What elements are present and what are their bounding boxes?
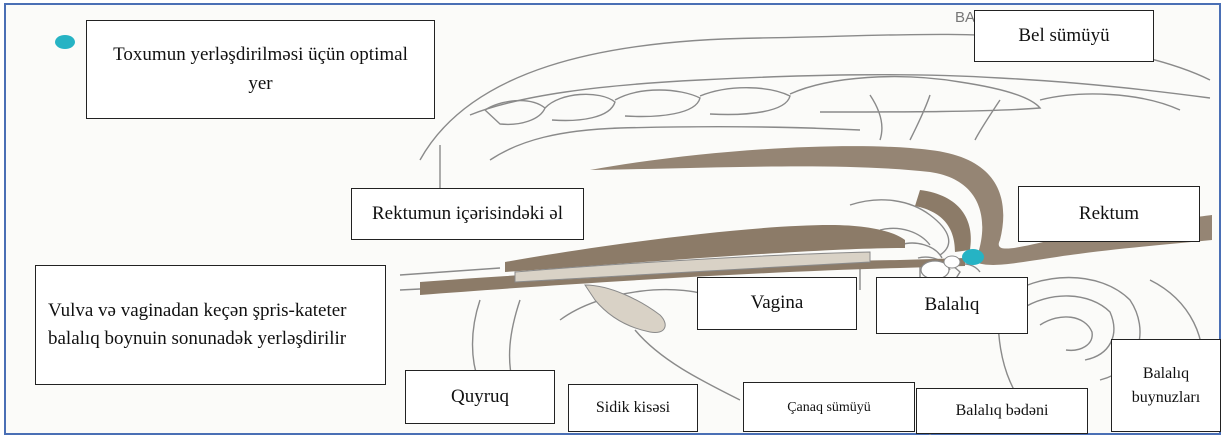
balaliq-label: Balalıq — [876, 277, 1028, 334]
legend-label: Toxumun yerləşdirilməsi üçün optimal yer — [86, 20, 435, 119]
sidik-kisesi-label: Sidik kisəsi — [568, 384, 698, 432]
hand-in-rectum-label: Rektumun içərisindəki əl — [351, 188, 584, 240]
insemination-site-marker-icon — [962, 249, 984, 265]
legend-marker-icon — [55, 35, 75, 49]
canaq-sumuyu-label: Çanaq sümüyü — [743, 382, 915, 432]
rektum-label: Rektum — [1018, 186, 1200, 242]
partial-label-text: BA — [955, 9, 975, 26]
quyruq-label: Quyruq — [405, 370, 555, 424]
catheter-label: Vulva və vaginadan keçən şpris-kateter b… — [35, 265, 386, 385]
vagina-label: Vagina — [697, 277, 857, 330]
balaliq-buynuzlari-label: Balalıq buynuzları — [1111, 339, 1221, 432]
balaliq-bedeni-label: Balalıq bədəni — [916, 388, 1088, 434]
bel-sumuyu-label: Bel sümüyü — [974, 10, 1154, 62]
